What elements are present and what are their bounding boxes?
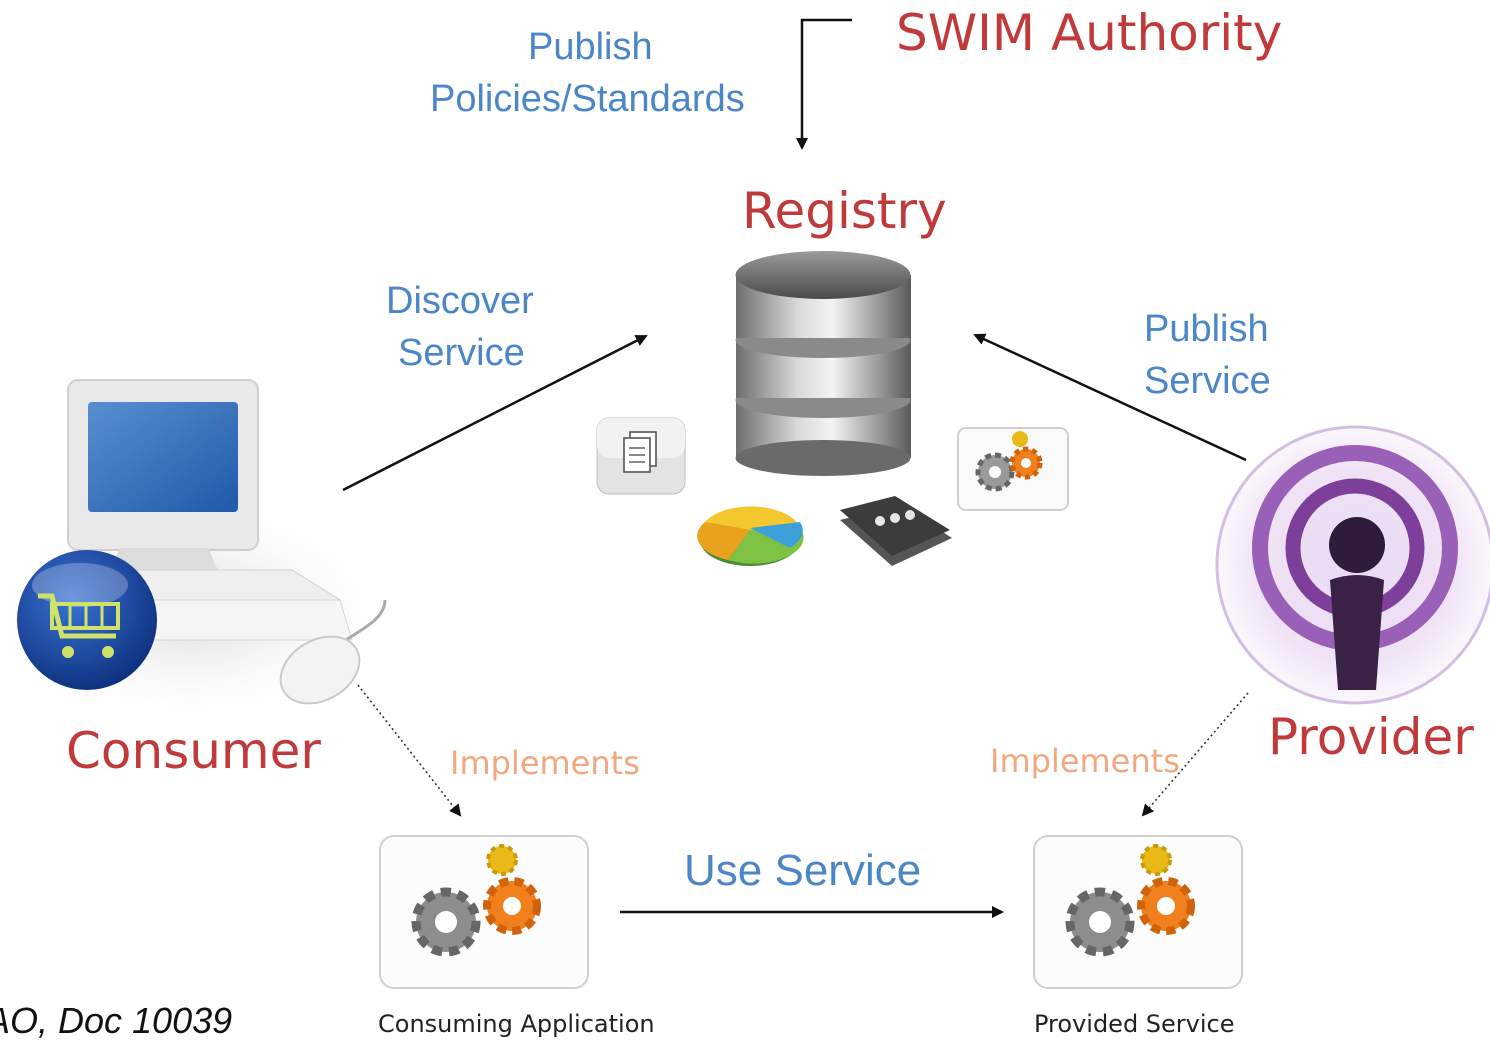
documents-icon (596, 417, 686, 495)
pie-chart-icon (697, 506, 804, 566)
swim-authority-label: SWIM Authority (896, 4, 1283, 62)
provided-service-gears-icon (1033, 835, 1243, 989)
consuming-application-caption: Consuming Application (378, 1010, 655, 1038)
implements-left-arrow (357, 684, 462, 817)
users-folder-icon (840, 496, 952, 566)
publish-policies-label-line1: Publish (528, 26, 653, 68)
publish-arrow (973, 333, 1247, 462)
implements-right-label: Implements (990, 742, 1180, 780)
provider-label: Provider (1268, 708, 1474, 766)
publish-policies-label-line2: Policies/Standards (430, 78, 745, 120)
provided-service-caption: Provided Service (1034, 1010, 1235, 1038)
discover-service-label-line1: Discover (386, 280, 534, 322)
publish-service-label-line1: Publish (1144, 308, 1269, 350)
use-service-label: Use Service (684, 846, 922, 895)
podcast-broadcast-icon (1215, 425, 1490, 705)
gears-icon (957, 427, 1069, 511)
database-cylinder-icon (735, 251, 911, 476)
discover-arrow (342, 334, 648, 492)
consuming-application-gears-icon (379, 835, 589, 989)
publish-service-label-line2: Service (1144, 360, 1271, 402)
source-citation: ICAO, Doc 10039 (0, 1000, 233, 1041)
authority-arrow (796, 18, 852, 150)
implements-right-arrow (1141, 692, 1249, 817)
registry-label: Registry (742, 182, 947, 240)
shopping-cart-icon (17, 550, 157, 690)
consumer-label: Consumer (66, 722, 321, 780)
discover-service-label-line2: Service (398, 332, 525, 374)
implements-left-label: Implements (450, 744, 640, 782)
